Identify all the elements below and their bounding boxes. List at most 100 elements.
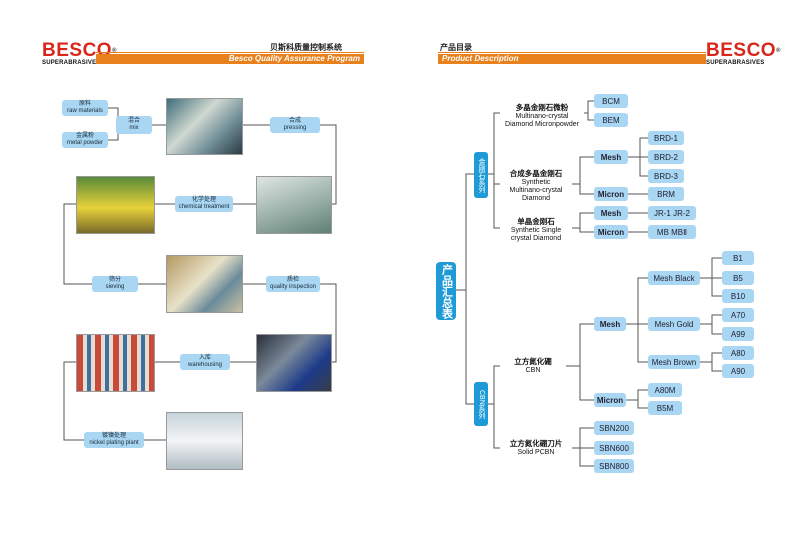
synthetic-multinano-en1: Synthetic bbox=[521, 179, 551, 186]
micron-box-2: Micron bbox=[594, 225, 628, 239]
product-brd1: BRD-1 bbox=[648, 131, 684, 145]
chemical-photo bbox=[76, 176, 155, 234]
multinano-micron-label: 多晶金刚石微粉 Multinano-crystal Diamond Micron… bbox=[500, 104, 584, 129]
step-warehousing: 入库 warehousing bbox=[180, 354, 230, 370]
product-a80: A80 bbox=[722, 346, 754, 360]
synthetic-single-cn: 单晶金刚石 bbox=[517, 217, 555, 226]
cbn-series-label: CBN系列 bbox=[474, 382, 488, 426]
product-mesh-gold: Mesh Gold bbox=[648, 317, 700, 331]
step-sieving: 筛分 sieving bbox=[92, 276, 138, 292]
warehouse-photo bbox=[76, 334, 155, 392]
product-mb: MB MBⅡ bbox=[648, 225, 696, 239]
product-brd2: BRD-2 bbox=[648, 150, 684, 164]
left-en-title: Besco Quality Assurance Program bbox=[96, 54, 364, 64]
diamond-series-label: 金刚石系列 bbox=[474, 152, 488, 198]
logo-sub-right: SUPERABRASIVES bbox=[706, 60, 765, 66]
mix-cn: 混合 bbox=[127, 118, 140, 124]
synthetic-single-en2: crystal Diamond bbox=[510, 235, 562, 242]
quality-en: quality inspection bbox=[269, 284, 317, 290]
product-jr: JR-1 JR-2 bbox=[648, 206, 696, 220]
product-sbn200: SBN200 bbox=[594, 421, 634, 435]
multinano-cn: 多晶金刚石微粉 bbox=[515, 103, 569, 112]
multinano-en1: Multinano-crystal bbox=[515, 113, 569, 120]
step-nickel-plating: 镀镍处理 nickel plating plant bbox=[84, 432, 144, 448]
mesh-box-2: Mesh bbox=[594, 206, 628, 220]
product-sbn600: SBN600 bbox=[594, 441, 634, 455]
solid-pcbn-en: Solid PCBN bbox=[517, 449, 555, 456]
chemical-cn: 化学处理 bbox=[191, 197, 216, 203]
step-chemical-treatment: 化学处理 chemical treatment bbox=[175, 196, 233, 212]
cbn-label: 立方氮化硼 CBN bbox=[500, 358, 566, 375]
pressing-cn: 合成 bbox=[288, 118, 301, 124]
cbn-en: CBN bbox=[525, 367, 541, 374]
product-bcm: BCM bbox=[594, 94, 628, 108]
product-b5: B5 bbox=[722, 271, 754, 285]
quality-cn: 质检 bbox=[286, 277, 299, 283]
logo-mark: ® bbox=[112, 48, 117, 54]
product-a70: A70 bbox=[722, 308, 754, 322]
left-logo: BESCO® SUPERABRASIVES bbox=[42, 40, 117, 67]
metal-powder-cn: 金属粉 bbox=[75, 133, 94, 139]
pressing-en: pressing bbox=[283, 125, 307, 131]
summary-label: 产品汇总表 bbox=[436, 262, 456, 320]
step-pressing: 合成 pressing bbox=[270, 117, 320, 133]
solid-pcbn-label: 立方氮化硼刀片 Solid PCBN bbox=[500, 440, 572, 457]
step-quality-inspection: 质检 quality inspection bbox=[266, 276, 320, 292]
solid-pcbn-cn: 立方氮化硼刀片 bbox=[509, 439, 563, 448]
right-logo: BESCO® SUPERABRASIVES bbox=[706, 40, 781, 67]
step-mix: 混合 mix bbox=[116, 116, 152, 134]
step-raw-materials: 原料 raw materials bbox=[62, 100, 108, 116]
product-mesh-black: Mesh Black bbox=[648, 271, 700, 285]
micron-box-1: Micron bbox=[594, 187, 628, 201]
logo-mark-right: ® bbox=[776, 48, 781, 54]
warehousing-cn: 入库 bbox=[198, 355, 211, 361]
synthetic-multinano-en2: Multinano-crystal bbox=[509, 187, 563, 194]
multinano-en2: Diamond Micronpowder bbox=[505, 121, 579, 128]
header-rule-right bbox=[438, 52, 706, 53]
product-a99: A99 bbox=[722, 327, 754, 341]
chemical-en: chemical treatment bbox=[178, 204, 230, 210]
nickel-en: nickel plating plant bbox=[89, 440, 139, 446]
metal-powder-en: metal powder bbox=[66, 140, 104, 146]
synthetic-multinano-cn: 合成多晶金刚石 bbox=[509, 169, 563, 178]
mesh-box-3: Mesh bbox=[594, 317, 626, 331]
product-b1: B1 bbox=[722, 251, 754, 265]
sieving-photo bbox=[166, 255, 243, 313]
cbn-cn: 立方氮化硼 bbox=[514, 357, 552, 366]
product-a80m: A80M bbox=[648, 383, 682, 397]
product-brd3: BRD-3 bbox=[648, 169, 684, 183]
step-metal-powder: 金属粉 metal powder bbox=[62, 132, 108, 148]
right-en-title: Product Description bbox=[438, 54, 706, 64]
product-brm: BRM bbox=[648, 187, 684, 201]
pressing-photo bbox=[256, 176, 332, 234]
sieving-cn: 筛分 bbox=[108, 277, 121, 283]
product-a90: A90 bbox=[722, 364, 754, 378]
header-rule-left bbox=[96, 52, 364, 53]
product-b10: B10 bbox=[722, 289, 754, 303]
product-bem: BEM bbox=[594, 113, 628, 127]
logo-sub: SUPERABRASIVES bbox=[42, 60, 101, 66]
micron-box-3: Micron bbox=[594, 393, 626, 407]
mesh-box-1: Mesh bbox=[594, 150, 628, 164]
synthetic-single-en1: Synthetic Single bbox=[510, 227, 562, 234]
right-cn-title: 产品目录 bbox=[440, 43, 472, 52]
inspection-photo bbox=[256, 334, 332, 392]
logo-brand: BESCO bbox=[42, 40, 113, 61]
mix-en: mix bbox=[129, 125, 139, 131]
product-mesh-brown: Mesh Brown bbox=[648, 355, 700, 369]
nickel-photo bbox=[166, 412, 243, 470]
mix-photo bbox=[166, 98, 243, 155]
raw-materials-en: raw materials bbox=[67, 108, 103, 114]
synthetic-multinano-label: 合成多晶金刚石 Synthetic Multinano-crystal Diam… bbox=[500, 170, 572, 203]
nickel-cn: 镀镍处理 bbox=[101, 433, 126, 439]
product-b5m: B5M bbox=[648, 401, 682, 415]
logo-brand-right: BESCO bbox=[706, 40, 777, 61]
left-cn-title: 贝斯科质量控制系统 bbox=[270, 43, 342, 52]
product-sbn800: SBN800 bbox=[594, 459, 634, 473]
synthetic-single-label: 单晶金刚石 Synthetic Single crystal Diamond bbox=[500, 218, 572, 243]
synthetic-multinano-en3: Diamond bbox=[521, 195, 550, 202]
warehousing-en: warehousing bbox=[187, 362, 223, 368]
raw-materials-cn: 原料 bbox=[78, 101, 91, 107]
